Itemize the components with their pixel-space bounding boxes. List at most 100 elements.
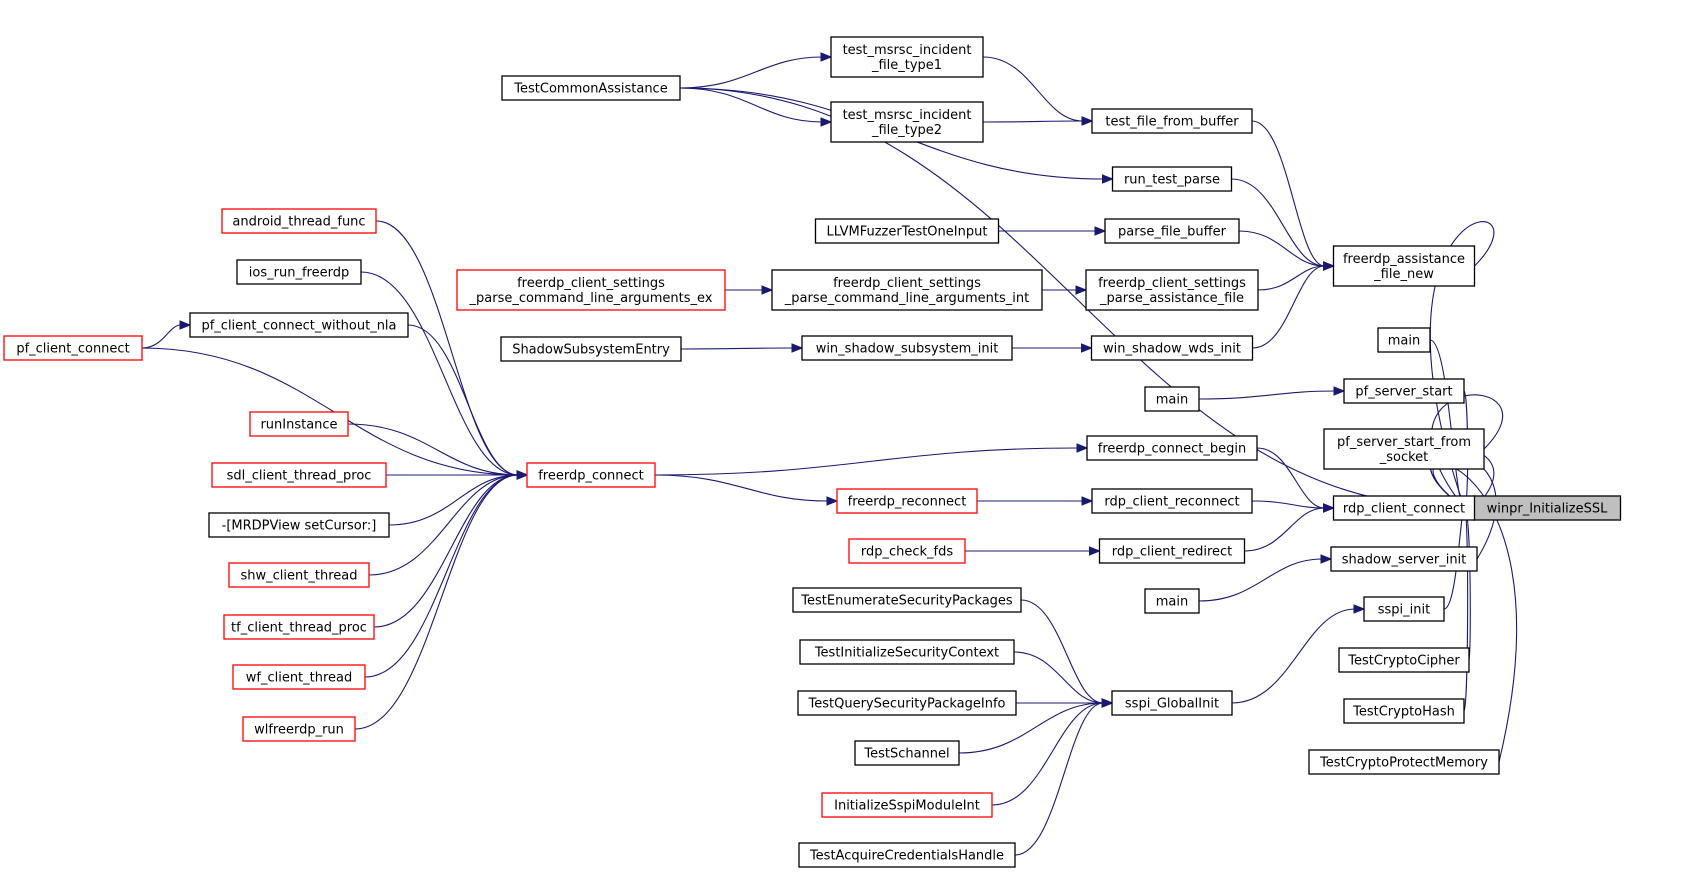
edge-testacquirecredentialshandle-to-sspi-globalinit bbox=[1014, 698, 1114, 856]
edge-line bbox=[364, 474, 519, 678]
node-shadowsubsystementry[interactable]: ShadowSubsystemEntry bbox=[500, 336, 682, 362]
node-llvmfuzzertestoneinput[interactable]: LLVMFuzzerTestOneInput bbox=[814, 218, 1000, 244]
node-box bbox=[232, 664, 366, 690]
node-label: freerdp_client_settings bbox=[833, 276, 981, 291]
node-testschannel[interactable]: TestSchannel bbox=[854, 740, 960, 766]
node-pf-server-start[interactable]: pf_server_start bbox=[1343, 378, 1465, 404]
edge-wlfreerdp-run-to-freerdp-connect bbox=[354, 470, 529, 730]
node-tf-client-thread-proc[interactable]: tf_client_thread_proc bbox=[223, 614, 375, 640]
edge-line bbox=[654, 474, 829, 502]
node-rdp-client-redirect[interactable]: rdp_client_redirect bbox=[1098, 538, 1246, 564]
node-run-test-parse[interactable]: run_test_parse bbox=[1111, 166, 1233, 192]
node-label: win_shadow_wds_init bbox=[1103, 342, 1241, 357]
node-freerdp-assistance-file-new[interactable]: freerdp_assistance_file_new bbox=[1332, 245, 1476, 287]
edge-line bbox=[679, 87, 823, 123]
edge-line bbox=[1251, 500, 1325, 509]
edge-line bbox=[991, 702, 1104, 806]
node-box bbox=[1338, 647, 1470, 673]
edge-run-test-parse-to-freerdp-assistance-file-new bbox=[1231, 178, 1335, 271]
node-box bbox=[1332, 495, 1476, 521]
node-box bbox=[1111, 166, 1233, 192]
node-box bbox=[801, 335, 1013, 361]
edge-arrowhead bbox=[1323, 503, 1335, 513]
node-label: pf_client_connect bbox=[16, 342, 129, 357]
node-test-msrsc-incident-file-type1[interactable]: test_msrsc_incident_file_type1 bbox=[830, 36, 984, 78]
node-label: parse_file_buffer bbox=[1118, 225, 1227, 240]
node-rdp-client-reconnect[interactable]: rdp_client_reconnect bbox=[1091, 488, 1253, 514]
edge-tf-client-thread-proc-to-freerdp-connect bbox=[373, 470, 529, 628]
node-main3[interactable]: main bbox=[1144, 588, 1200, 614]
edge-line bbox=[982, 120, 1084, 123]
node-wlfreerdp-run[interactable]: wlfreerdp_run bbox=[242, 716, 356, 742]
node-testcommonassistance[interactable]: TestCommonAssistance bbox=[501, 75, 681, 101]
node-box bbox=[830, 36, 984, 78]
node-sdl-client-thread-proc[interactable]: sdl_client_thread_proc bbox=[211, 462, 387, 488]
node-win-shadow-subsystem-init[interactable]: win_shadow_subsystem_init bbox=[801, 335, 1013, 361]
node-testcryptocipher[interactable]: TestCryptoCipher bbox=[1338, 647, 1470, 673]
node-main1[interactable]: main bbox=[1377, 327, 1431, 353]
edge-line bbox=[388, 474, 519, 526]
edge-freerdp-client-settings-parse-command-line-arguments-ex-to-freerdp-client-settings-parse-command-line-arguments-int bbox=[725, 285, 774, 295]
node-shw-client-thread[interactable]: shw_client_thread bbox=[228, 562, 370, 588]
node-box bbox=[797, 690, 1017, 716]
edge-shw-client-thread-to-freerdp-connect bbox=[368, 470, 529, 576]
node-label: TestEnumerateSecurityPackages bbox=[800, 594, 1013, 609]
edge-testcryptocipher-to-focus bbox=[1463, 503, 1475, 661]
node-testenumeratesecuritypackages[interactable]: TestEnumerateSecurityPackages bbox=[792, 587, 1022, 613]
edge-line bbox=[679, 56, 823, 89]
edge-line bbox=[1463, 507, 1469, 712]
node-focus[interactable]: winpr_InitializeSSL bbox=[1472, 495, 1622, 521]
edge-testcommonassistance-to-test-msrsc-incident-file-type1 bbox=[679, 52, 833, 89]
node-runinstance[interactable]: runInstance bbox=[249, 411, 349, 437]
node-box bbox=[1091, 108, 1253, 134]
node-testcryptohash[interactable]: TestCryptoHash bbox=[1343, 698, 1465, 724]
edge-testcommonassistance-to-test-msrsc-incident-file-type2 bbox=[679, 87, 833, 127]
node-testinitializesecuritycontext[interactable]: TestInitializeSecurityContext bbox=[799, 639, 1015, 665]
node-rdp-client-connect[interactable]: rdp_client_connect bbox=[1332, 495, 1476, 521]
node-mrdpview-setcursor[interactable]: -[MRDPView setCursor:] bbox=[208, 512, 390, 538]
node-label: sspi_GlobalInit bbox=[1125, 697, 1219, 712]
node-freerdp-reconnect[interactable]: freerdp_reconnect bbox=[836, 488, 978, 514]
node-wf-client-thread[interactable]: wf_client_thread bbox=[232, 664, 366, 690]
edge-arrowhead bbox=[1075, 285, 1088, 295]
node-main2[interactable]: main bbox=[1144, 386, 1200, 412]
edge-arrowhead bbox=[179, 320, 192, 330]
node-ios-run-freerdp[interactable]: ios_run_freerdp bbox=[236, 259, 362, 285]
node-freerdp-client-settings-parse-command-line-arguments-ex[interactable]: freerdp_client_settings_parse_command_li… bbox=[456, 269, 726, 311]
node-pf-client-connect-without-nla[interactable]: pf_client_connect_without_nla bbox=[189, 312, 409, 338]
node-shadow-server-init[interactable]: shadow_server_init bbox=[1330, 546, 1478, 572]
node-box bbox=[1330, 546, 1478, 572]
node-test-msrsc-incident-file-type2[interactable]: test_msrsc_incident_file_type2 bbox=[830, 101, 984, 143]
edge-line bbox=[360, 271, 519, 476]
edge-arrowhead bbox=[1102, 174, 1114, 184]
node-testquerysecuritypackageinfo[interactable]: TestQuerySecurityPackageInfo bbox=[797, 690, 1017, 716]
edge-line bbox=[141, 324, 182, 349]
node-test-file-from-buffer[interactable]: test_file_from_buffer bbox=[1091, 108, 1253, 134]
node-box bbox=[1104, 218, 1240, 244]
node-initializesspimoduleint[interactable]: InitializeSspiModuleInt bbox=[821, 792, 993, 818]
node-android-thread-func[interactable]: android_thread_func bbox=[221, 208, 377, 234]
edge-arrowhead bbox=[820, 117, 833, 127]
node-sspi-init[interactable]: sspi_init bbox=[1363, 596, 1445, 622]
node-freerdp-client-settings-parse-assistance-file[interactable]: freerdp_client_settings_parse_assistance… bbox=[1085, 269, 1259, 311]
node-box bbox=[223, 614, 375, 640]
edge-arrowhead bbox=[1094, 226, 1107, 236]
edge-line bbox=[368, 474, 519, 576]
node-freerdp-connect-begin[interactable]: freerdp_connect_begin bbox=[1086, 435, 1258, 461]
edge-line bbox=[1251, 120, 1325, 267]
node-rdp-check-fds[interactable]: rdp_check_fds bbox=[848, 538, 966, 564]
node-pf-server-start-from-socket[interactable]: pf_server_start_from_socket bbox=[1323, 428, 1485, 470]
node-parse-file-buffer[interactable]: parse_file_buffer bbox=[1104, 218, 1240, 244]
node-label: _file_type2 bbox=[871, 123, 942, 138]
edge-line bbox=[1198, 558, 1323, 602]
node-testcryptoprotectmemory[interactable]: TestCryptoProtectMemory bbox=[1308, 749, 1500, 775]
node-label: TestCryptoHash bbox=[1352, 705, 1455, 720]
node-freerdp-client-settings-parse-command-line-arguments-int[interactable]: freerdp_client_settings_parse_command_li… bbox=[771, 269, 1043, 311]
edge-line bbox=[958, 702, 1104, 754]
node-pf-client-connect[interactable]: pf_client_connect bbox=[3, 335, 143, 361]
node-label: TestCryptoCipher bbox=[1347, 654, 1460, 669]
node-sspi-globalinit[interactable]: sspi_GlobalInit bbox=[1111, 690, 1233, 716]
node-win-shadow-wds-init[interactable]: win_shadow_wds_init bbox=[1090, 335, 1254, 361]
node-testacquirecredentialshandle[interactable]: TestAcquireCredentialsHandle bbox=[798, 842, 1016, 868]
node-freerdp-connect[interactable]: freerdp_connect bbox=[526, 462, 656, 488]
